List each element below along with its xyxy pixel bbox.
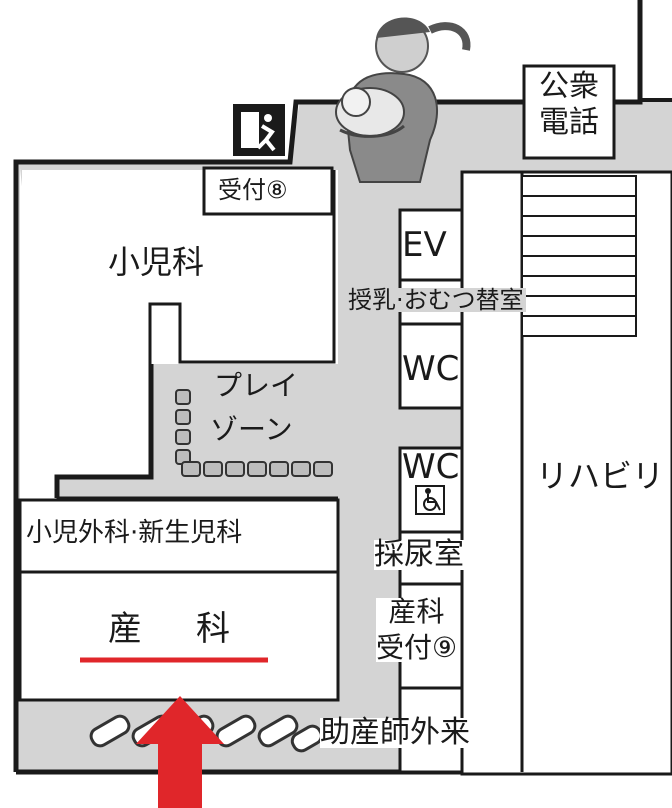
accessible-wc-label: WC bbox=[402, 447, 460, 487]
play-zone-label-line2: ゾーン bbox=[210, 413, 293, 446]
pediatrics-wall bbox=[54, 170, 336, 498]
obstetrics-reception-label: 産科 受付⑨ bbox=[376, 595, 458, 664]
nursing-room-label: 授乳·おむつ替室 bbox=[346, 286, 526, 314]
play-zone-label-line1: プレイ bbox=[214, 369, 299, 402]
public-phone-line2: 電話 bbox=[539, 105, 599, 140]
emergency-exit-icon bbox=[233, 104, 285, 156]
play-zone-blocks bbox=[175, 389, 333, 477]
obstetrics-reception-line1: 産科 bbox=[388, 595, 445, 628]
obstetrics-label: 産 科 bbox=[108, 609, 240, 649]
urine-room-label: 採尿室 bbox=[374, 537, 464, 572]
public-phone-line1: 公衆 bbox=[539, 69, 599, 104]
wheelchair-icon bbox=[415, 485, 445, 515]
pediatrics-room-fill bbox=[22, 170, 334, 500]
wc-label: WC bbox=[402, 349, 460, 389]
pediatrics-label: 小児科 bbox=[108, 243, 205, 281]
obstetrics-reception-line2: 受付⑨ bbox=[376, 631, 458, 664]
ev-label: EV bbox=[402, 225, 447, 265]
public-phone-label: 公衆 電話 bbox=[530, 72, 608, 138]
rehabilitation-label: リハビリ bbox=[536, 457, 665, 495]
outer-wall bbox=[13, 0, 643, 772]
mother-baby-icon bbox=[335, 17, 471, 183]
midwife-label: 助産師外来 bbox=[320, 715, 470, 750]
ev-box bbox=[398, 208, 464, 282]
play-zone-outline bbox=[56, 364, 338, 500]
staircase bbox=[521, 175, 637, 337]
pediatrics-reception-label: 受付⑧ bbox=[218, 176, 288, 204]
play-zone-area bbox=[58, 364, 338, 498]
red-arrow-icon bbox=[136, 696, 224, 808]
public-phone-box bbox=[522, 64, 616, 160]
pediatric-surgery-label: 小児外科·新生児科 bbox=[26, 518, 243, 548]
pediatrics-reception-box bbox=[202, 166, 334, 216]
